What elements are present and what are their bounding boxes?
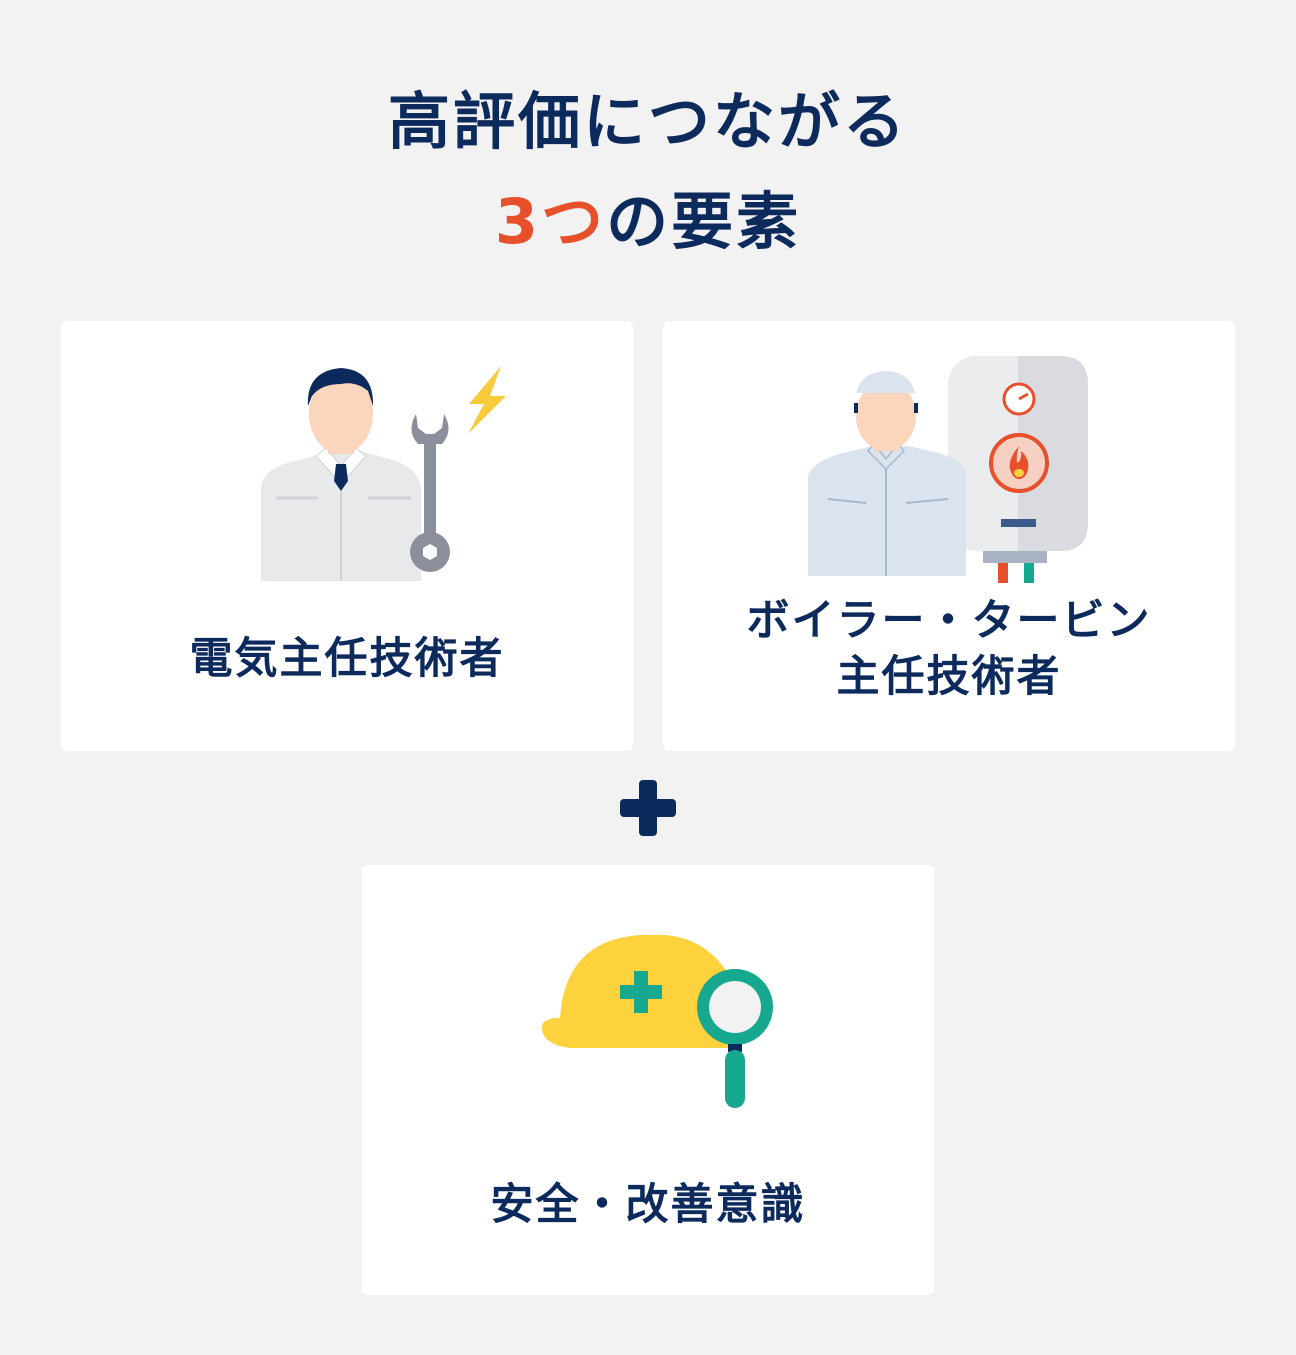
electrician-with-wrench-and-lightning-icon — [261, 366, 506, 581]
worker-with-boiler-icon — [808, 356, 1088, 583]
helmet-with-magnifier-icon — [541, 935, 773, 1108]
card-label-line-1: ボイラー・タービン — [746, 596, 1152, 646]
card-safety-improvement: 安全・改善意識 — [362, 865, 934, 1295]
page-title: 高評価につながる 3つの要素 — [0, 72, 1296, 272]
plus-icon — [620, 780, 676, 836]
card-electrical-engineer: 電気主任技術者 — [61, 321, 633, 751]
title-accent: 3つ — [494, 185, 607, 258]
card-boiler-turbine-engineer: ボイラー・タービン 主任技術者 — [663, 321, 1235, 751]
card-label-line-2: 主任技術者 — [836, 652, 1062, 702]
card-label: 電気主任技術者 — [189, 634, 505, 684]
title-rest: の要素 — [606, 185, 802, 258]
card-label: 安全・改善意識 — [490, 1180, 806, 1230]
card-label: ボイラー・タービン 主任技術者 — [663, 593, 1235, 705]
title-line-1: 高評価につながる — [387, 85, 908, 158]
title-line-2: 3つの要素 — [0, 172, 1296, 272]
